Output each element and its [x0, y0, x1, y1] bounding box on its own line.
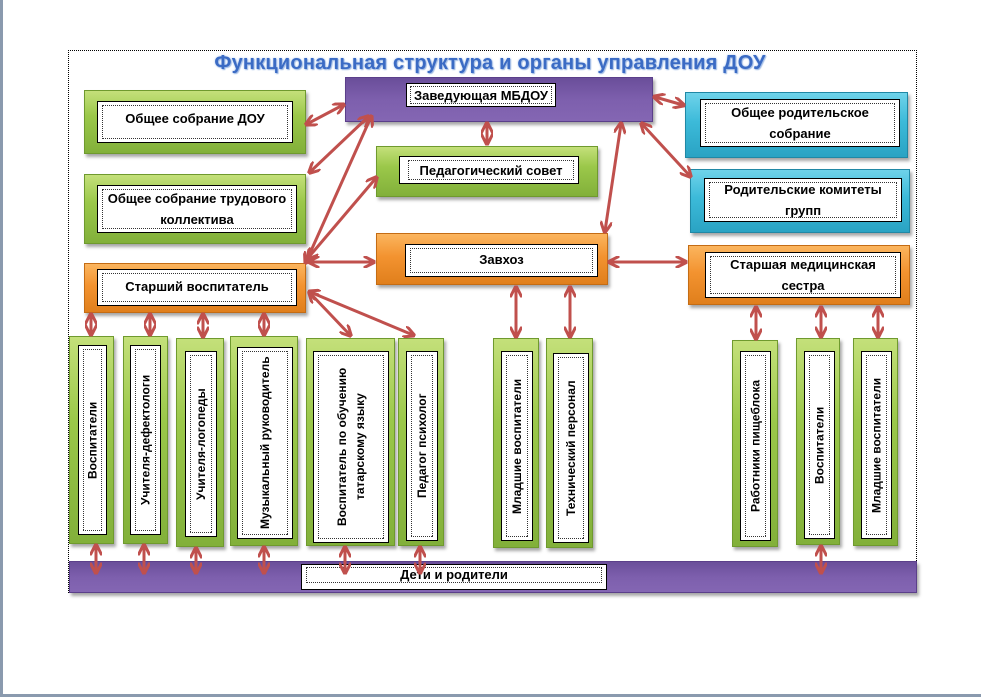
node-senior-nurse: Старшая медицинская сестра — [688, 245, 910, 305]
node-senior-teacher-label: Старший воспитатель — [102, 273, 292, 302]
staff-junior-teachers-2-label: Младшие воспитатели — [866, 355, 887, 535]
node-parent-meeting-label: Общее родительское собрание — [705, 103, 895, 143]
node-children-parents-label: Дети и родители — [306, 567, 602, 583]
node-senior-teacher: Старший воспитатель — [84, 263, 306, 313]
staff-defectologists: Учителя-дефектологи — [123, 336, 168, 544]
staff-music-director: Музыкальный руководитель — [230, 336, 298, 546]
node-supply-manager-label: Завхоз — [410, 248, 593, 273]
node-general-meeting: Общее собрание ДОУ — [84, 90, 306, 154]
node-senior-nurse-label: Старшая медицинская сестра — [710, 256, 896, 294]
node-labor-meeting: Общее собрание трудового коллектива — [84, 174, 306, 244]
node-general-meeting-label: Общее собрание ДОУ — [102, 105, 288, 139]
staff-teachers-label: Воспитатели — [83, 349, 102, 531]
node-parent-committees-label: Родительские комитеты групп — [709, 182, 897, 218]
node-labor-meeting-label: Общее собрание трудового коллектива — [102, 189, 292, 229]
staff-tatar-teacher: Воспитатель по обучению татарскому языку — [306, 338, 395, 546]
node-head: Заведующая МБДОУ — [345, 77, 653, 122]
staff-kitchen-label: Работники пищеблока — [745, 355, 766, 537]
staff-psychologist-label: Педагог психолог — [411, 355, 433, 537]
node-ped-council-label: Педагогический совет — [408, 160, 574, 180]
staff-technical-label: Технический персонал — [558, 357, 584, 539]
node-supply-manager: Завхоз — [376, 233, 608, 285]
staff-teachers: Воспитатели — [69, 336, 114, 544]
staff-junior-teachers-2: Младшие воспитатели — [853, 338, 898, 546]
node-parent-meeting: Общее родительское собрание — [685, 92, 908, 158]
window-bottom-edge — [0, 694, 981, 697]
window-left-edge — [0, 0, 3, 697]
node-head-label: Заведующая МБДОУ — [410, 86, 552, 104]
staff-psychologist: Педагог психолог — [398, 338, 444, 546]
staff-tatar-teacher-label: Воспитатель по обучению татарскому языку — [318, 355, 384, 539]
diagram-title: Функциональная структура и органы управл… — [214, 52, 766, 74]
staff-speech-therapists: Учителя-логопеды — [176, 338, 224, 547]
staff-junior-teachers-1: Младшие воспитатели — [493, 338, 539, 548]
node-parent-committees: Родительские комитеты групп — [690, 169, 910, 233]
staff-teachers-2-label: Воспитатели — [809, 355, 830, 535]
node-children-parents: Дети и родители — [69, 561, 917, 593]
staff-teachers-2: Воспитатели — [796, 338, 840, 545]
staff-defectologists-label: Учителя-дефектологи — [135, 349, 156, 531]
staff-speech-therapists-label: Учителя-логопеды — [190, 355, 212, 533]
staff-technical: Технический персонал — [546, 338, 593, 548]
node-ped-council: Педагогический совет — [376, 146, 598, 197]
staff-kitchen: Работники пищеблока — [732, 340, 778, 547]
staff-junior-teachers-1-label: Младшие воспитатели — [506, 355, 528, 537]
staff-music-director-label: Музыкальный руководитель — [242, 351, 288, 535]
